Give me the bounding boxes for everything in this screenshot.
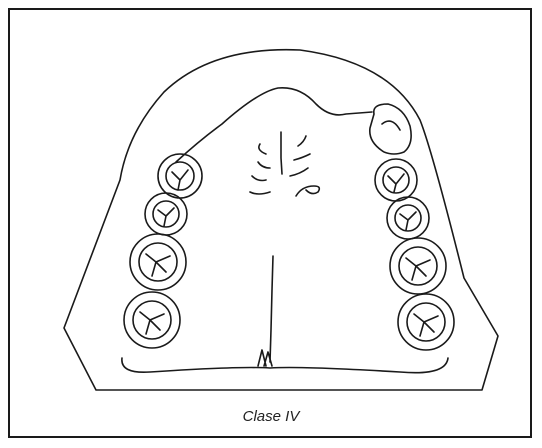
palate-outline — [176, 88, 372, 162]
tooth-right-molar-1 — [390, 238, 446, 294]
teeth-left-posterior — [124, 154, 202, 348]
incisive-papilla-mark — [281, 132, 282, 174]
tooth-canine-right — [370, 104, 411, 154]
median-raphe — [270, 256, 273, 362]
tooth-right-molar-2 — [398, 294, 454, 350]
tooth-left-molar-2 — [124, 292, 180, 348]
vestibule-curve — [122, 358, 448, 373]
tooth-right-premolar-2 — [387, 197, 429, 239]
figure-caption: Clase IV — [0, 408, 542, 425]
palatal-rugae — [250, 136, 319, 196]
teeth-right-posterior — [375, 159, 454, 350]
tooth-left-premolar-1 — [158, 154, 202, 198]
tooth-left-molar-1 — [130, 234, 186, 290]
tooth-right-premolar-1 — [375, 159, 417, 201]
tooth-left-premolar-2 — [145, 193, 187, 235]
